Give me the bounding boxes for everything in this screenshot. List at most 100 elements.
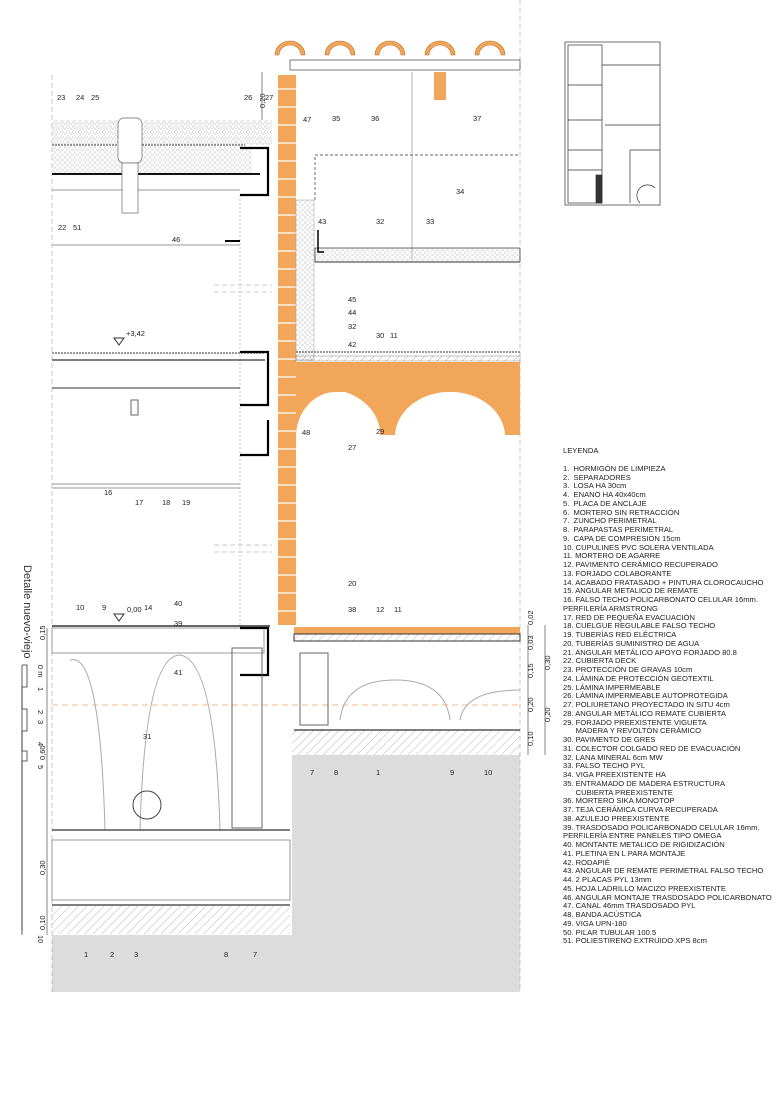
- level-text: 0,00: [127, 605, 142, 614]
- legend-item: 37. TEJA CERÁMICA CURVA RECUPERADA: [563, 805, 718, 814]
- legend-item: 50. PILAR TUBULAR 100.5: [563, 927, 657, 937]
- callout-number: 39: [174, 619, 182, 628]
- legend-item: 25. LÁMINA IMPERMEABLE: [563, 682, 661, 692]
- lean-concrete-left: [52, 906, 290, 934]
- right-ground-floor: [293, 627, 521, 731]
- level-marker-upper: +3,42: [113, 329, 145, 346]
- callout-number: 22: [58, 223, 66, 232]
- callout-number: 29: [376, 427, 384, 436]
- callout-number: 32: [376, 217, 384, 226]
- ventilation-cap-icon: [117, 117, 143, 164]
- dimension-text: 0,02: [526, 610, 535, 625]
- callout-number: 10: [484, 768, 492, 777]
- legend-item: 48. BANDA ACÚSTICA: [563, 910, 642, 919]
- legend-item: 13. FORJADO COLABORANTE: [563, 568, 672, 578]
- legend-item: 39. TRASDOSADO POLICARBONADO CELULAR 16m…: [563, 822, 760, 841]
- legend-item: 6. MORTERO SIN RETRACCIÓN: [563, 507, 680, 517]
- callout-number: 37: [473, 114, 481, 123]
- callout-number: 12: [376, 605, 384, 614]
- callout-number: 7: [310, 768, 314, 777]
- legend-item: 44. 2 PLACAS PYL 13mm: [563, 875, 652, 884]
- legend-item: 28. ANGULAR METÁLICO REMATE CUBIERTA: [563, 708, 726, 718]
- key-plan-thumbnail: [564, 41, 661, 206]
- callout-number: 26: [244, 93, 252, 102]
- roof-build-up: [52, 117, 272, 246]
- callout-number: 32: [348, 322, 356, 331]
- callout-number: 46: [172, 235, 180, 244]
- scale-tick-label: 2: [36, 710, 45, 714]
- dimension-text: 0,15: [38, 625, 47, 640]
- scale-tick-label: 1: [36, 687, 45, 691]
- callout-number: 14: [144, 603, 152, 612]
- scale-bar: [21, 664, 28, 935]
- legend-item: 18. CUELGUE REGULABLE FALSO TECHO: [563, 621, 716, 631]
- legend-item: 43. ANGULAR DE REMATE PERIMETRAL FALSO T…: [563, 866, 764, 876]
- legend-item: 20. TUBERÍAS SUMINISTRO DE AGUA: [563, 638, 700, 648]
- level-text: +3,42: [126, 329, 145, 338]
- legend-item: 16. FALSO TECHO POLICARBONATO CELULAR 16…: [563, 595, 758, 613]
- section-boundaries: [51, 0, 521, 992]
- legend-item: 17. RED DE PEQUEÑA EVACUACIÓN: [563, 612, 695, 622]
- legend-item: 2. SEPARADORES: [563, 472, 631, 482]
- scale-tick-label: 5: [36, 765, 45, 769]
- roof-tiles: [274, 40, 506, 56]
- legend-item: 24. LÁMINA DE PROTECCIÓN GEOTEXTIL: [563, 673, 714, 683]
- legend-item: 5. PLACA DE ANCLAJE: [563, 498, 647, 508]
- legend-item: 46. ANGULAR MONTAJE TRASDOSADO POLICARBO…: [563, 892, 772, 902]
- callout-number: 1: [84, 950, 88, 959]
- upper-right-ceiling: [314, 154, 521, 263]
- callout-number: 2: [110, 950, 114, 959]
- dimension-text: 0,20: [258, 93, 267, 108]
- level-marker-ground: 0,00: [113, 605, 142, 622]
- dimension-lines: [46, 72, 546, 935]
- legend-item: 33. FALSO TECHO PYL: [563, 761, 646, 771]
- dimension-text: 0,30: [543, 655, 552, 670]
- callout-number: 7: [253, 950, 257, 959]
- dimension-text: 0,20: [543, 707, 552, 722]
- legend-item: 12. PAVIMENTO CERÁMICO RECUPERADO: [563, 560, 718, 569]
- legend-item: 1. HORMIGÓN DE LIMPIEZA: [563, 463, 666, 473]
- callout-number: 25: [91, 93, 99, 102]
- ground-floor-slab: [51, 625, 291, 906]
- drawing-title: Detalle nuevo-viejo: [21, 565, 33, 659]
- legend-item: 19. TUBERÍAS RED ELÉCTRICA: [563, 630, 677, 639]
- lean-concrete-right: [292, 730, 520, 755]
- legend-item: 7. ZUNCHO PERIMETRAL: [563, 516, 657, 526]
- callout-number: 38: [348, 605, 356, 614]
- callout-number: 9: [450, 768, 454, 777]
- legend-item: 3. LOSA HA 30cm: [563, 481, 627, 491]
- dimension-text: 0,03: [526, 635, 535, 650]
- legend-item: 47. CANAL 46mm TRASDOSADO PYL: [563, 901, 696, 911]
- legend-item: 30. PAVIMENTO DE GRES: [563, 735, 656, 744]
- legend-item: 23. PROTECCIÓN DE GRAVAS 10cm: [563, 665, 693, 674]
- callout-number: 3: [134, 950, 138, 959]
- callout-number: 16: [104, 488, 112, 497]
- legend-item: 49. VIGA UPN-180: [563, 918, 627, 928]
- legend-item: 38. AZULEJO PREEXISTENTE: [563, 813, 670, 823]
- callout-number: 27: [348, 443, 356, 452]
- callout-number: 36: [371, 114, 379, 123]
- callout-number: 18: [162, 498, 170, 507]
- legend-item: 45. HOJA LADRILLO MACIZO PREEXISTENTE: [563, 883, 726, 893]
- callout-number: 8: [334, 768, 338, 777]
- callout-number: 41: [174, 668, 182, 677]
- intermediate-slab: [52, 350, 270, 489]
- callout-number: 8: [224, 950, 228, 959]
- ground-fill: [52, 755, 520, 992]
- callout-number: 20: [348, 579, 356, 588]
- scale-tick-label: 3: [36, 720, 45, 724]
- callout-number: 48: [302, 428, 310, 437]
- callout-number: 51: [73, 223, 81, 232]
- legend-item: 9. CAPA DE COMPRESIÓN 15cm: [563, 533, 681, 543]
- legend-item: 21. ANGULAR METÁLICO APOYO FORJADO 80.8: [563, 647, 737, 657]
- legend-item: 34. VIGA PREEXISTENTE HA: [563, 770, 666, 779]
- legend-item: 10. CUPULINES PVC SOLERA VENTILADA: [563, 542, 714, 552]
- dimension-text: 0,10: [526, 731, 535, 746]
- legend-item: 40. MONTANTE METALICO DE RIGIDIZACIÓN: [563, 840, 725, 849]
- callout-number: 10: [76, 603, 84, 612]
- legend-item: 32. LANA MINERAL 6cm MW: [563, 752, 663, 762]
